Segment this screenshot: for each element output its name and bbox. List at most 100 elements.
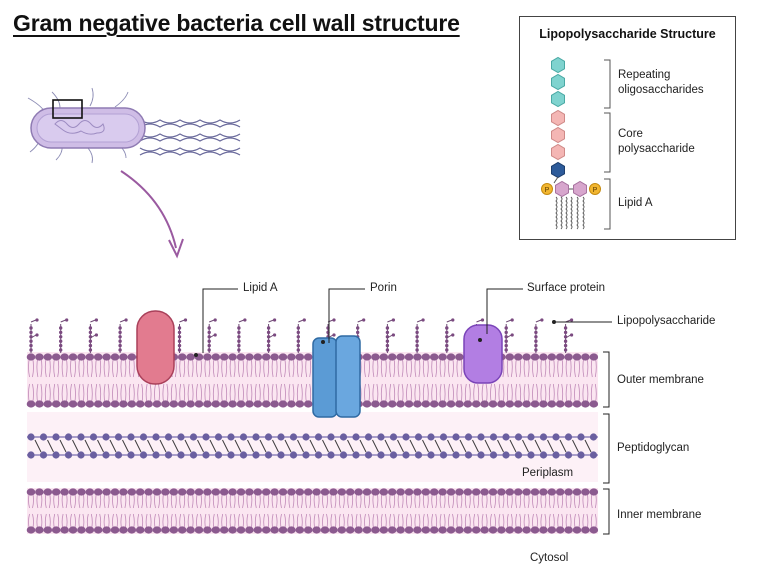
glycan-sugar xyxy=(364,451,373,459)
lps-sugar xyxy=(237,339,241,343)
glycan-sugar xyxy=(39,433,48,441)
layer-bracket xyxy=(603,351,610,408)
flagellum xyxy=(139,137,241,142)
outer-membrane-lipid-head xyxy=(396,400,405,408)
inner-membrane-lipid-head xyxy=(421,526,431,534)
inner-membrane-lipid-head xyxy=(219,526,229,534)
inner-membrane-lipid-head xyxy=(429,488,439,496)
outer-membrane-lipid-head xyxy=(211,400,221,408)
glycan-sugar xyxy=(464,433,473,441)
inner-membrane-lipid-head xyxy=(438,526,447,534)
inner-membrane-lipid-head xyxy=(110,526,120,534)
glycan-sugar xyxy=(64,451,73,459)
inner-membrane-lipid-head xyxy=(295,488,305,496)
lps-sugar xyxy=(266,339,271,343)
lps-sugar xyxy=(59,343,63,348)
outer-membrane-lipid-head xyxy=(539,400,548,408)
lps-sugar xyxy=(534,335,538,339)
lps-sugar xyxy=(177,330,182,335)
cytosol-label: Cytosol xyxy=(530,552,569,564)
outer-membrane-lipid-head xyxy=(211,353,221,361)
outer-membrane-lipid-head xyxy=(429,353,439,361)
glycan-sugar xyxy=(264,433,273,441)
outer-membrane-lipid-head xyxy=(152,400,162,408)
lipid-a-sugar xyxy=(573,180,587,198)
glycan-sugar xyxy=(314,451,323,459)
inner-membrane-lipid-head xyxy=(404,526,414,534)
outer-membrane-lipid-head xyxy=(480,400,489,408)
lps-branch xyxy=(268,319,274,323)
glycan-sugar xyxy=(352,433,360,441)
lps-branch xyxy=(90,319,96,323)
lps-sugar xyxy=(177,335,182,339)
lps-sugar xyxy=(563,343,568,348)
outer-membrane-lipid-head xyxy=(135,400,145,408)
glycan-sugar xyxy=(239,451,248,459)
glycan-sugar xyxy=(52,451,60,459)
inner-membrane-lipid-head xyxy=(522,488,531,496)
inner-membrane-lipid-head xyxy=(438,488,447,496)
peptide-crosslink xyxy=(309,439,317,453)
inner-membrane-lipid-head xyxy=(564,488,573,496)
pilus xyxy=(87,147,93,164)
outer-membrane-lipid-head xyxy=(177,353,187,361)
pilus xyxy=(114,91,129,108)
outer-membrane-lipid-head xyxy=(446,353,456,361)
inner-membrane-lipid-head xyxy=(119,488,128,496)
nucleoid xyxy=(54,120,105,135)
glycan-sugar xyxy=(502,433,510,441)
inner-membrane-lipid-head xyxy=(387,488,397,496)
outer-membrane-lipid-head xyxy=(228,353,237,361)
peptide-crosslink xyxy=(397,439,404,453)
outer-membrane-lipid-head xyxy=(261,353,271,361)
lps-sugar xyxy=(510,333,514,337)
outer-membrane-lipid-head xyxy=(127,400,137,408)
glycan-sugar xyxy=(314,433,323,441)
glycan-sugar xyxy=(177,433,185,441)
inner-membrane-lipid-head xyxy=(169,488,179,496)
inner-membrane-lipid-head xyxy=(35,488,44,496)
lps-sugar xyxy=(296,348,300,352)
outer-membrane-lipid-head xyxy=(555,400,565,408)
inner-membrane-lipid-head xyxy=(572,488,582,496)
lps-sugar xyxy=(118,343,122,348)
inner-membrane-lipid-head xyxy=(312,488,321,496)
outer-membrane-lipid-head xyxy=(177,400,187,408)
lps-sugar xyxy=(510,318,514,322)
outer-membrane-lipid-head xyxy=(270,353,279,361)
peptide-crosslink xyxy=(572,439,579,453)
outer-membrane-lipid-head xyxy=(60,353,69,361)
glycan-sugar xyxy=(202,451,210,459)
inner-membrane-lipid-head xyxy=(85,526,95,534)
outer-membrane-lipid-head xyxy=(35,353,44,361)
inner-membrane-lipid-head xyxy=(203,488,212,496)
lps-branch xyxy=(268,334,274,339)
inner-membrane-lipid-head xyxy=(362,488,372,496)
lps-sugar xyxy=(445,326,449,330)
glycan-sugar xyxy=(339,433,348,441)
outer-membrane-lipid-head xyxy=(564,353,573,361)
peptide-crosslink xyxy=(259,439,267,453)
inner-membrane-lipid-head xyxy=(119,526,128,534)
glycan-sugar xyxy=(214,433,223,441)
inner-membrane-lipid-head xyxy=(236,526,246,534)
lps-sugar xyxy=(445,339,449,343)
outer-membrane-lipid-head xyxy=(404,353,414,361)
inner-membrane-lipid-head xyxy=(161,526,170,534)
inner-membrane-band xyxy=(27,488,598,534)
peptide-crosslink xyxy=(459,439,467,453)
glycan-sugar xyxy=(327,451,335,459)
lps-branch xyxy=(387,334,393,339)
lps-sugar xyxy=(266,348,271,352)
glycan-sugar xyxy=(127,451,135,459)
glycan-sugar xyxy=(152,433,160,441)
glycan-sugar xyxy=(289,433,298,441)
porin-callout-label: Porin xyxy=(370,282,397,294)
lps-branch xyxy=(90,334,96,339)
inner-membrane-lipid-head xyxy=(102,526,111,534)
lps-sugar xyxy=(177,348,182,352)
lps-sugar xyxy=(124,318,128,322)
outer-membrane-lipid-head xyxy=(102,400,111,408)
